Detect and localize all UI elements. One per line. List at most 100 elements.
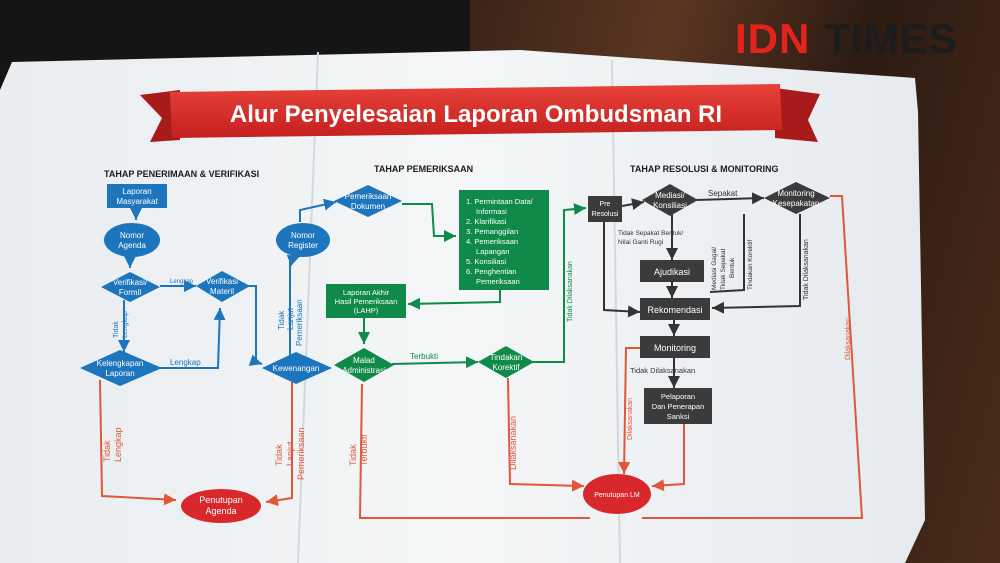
label-dilaksanakan-v2: Dilaksanakan xyxy=(845,318,852,360)
svg-text:Tidak: Tidak xyxy=(348,444,358,466)
node-pelaporan-l2: Dan Penerapan xyxy=(652,402,705,411)
node-penutupan-lm-label: Penutupan LM xyxy=(594,492,640,499)
label-tidak-lengkap-small: Tidak Lengkap xyxy=(113,311,129,338)
list-item: Lapangan xyxy=(476,247,509,256)
label-tindakan-korektif-v: Tindakan Korektif xyxy=(747,239,754,290)
node-tindakan-korektif xyxy=(478,346,534,378)
svg-text:Pemeriksaan: Pemeriksaan xyxy=(295,299,304,346)
node-pelaporan-l3: Sanksi xyxy=(667,412,690,421)
node-lahp-l1: Laporan Akhir xyxy=(343,288,390,297)
node-pre-l1: Pre xyxy=(600,201,611,208)
node-nomor-agenda-l1: Nomor xyxy=(120,231,144,240)
node-rekomendasi xyxy=(640,298,710,320)
svg-text:Lanjut: Lanjut xyxy=(286,307,295,330)
node-malad-l1: Malad xyxy=(353,356,375,365)
stage2-red-arrows xyxy=(358,377,590,519)
node-penutupan-agenda-l2: Agenda xyxy=(205,506,236,516)
banner-ribbon-left xyxy=(140,90,180,142)
svg-text:Tindakan Korektif: Tindakan Korektif xyxy=(747,239,754,290)
pemeriksaan-list-items: 1. Permintaan Data/ Informasi 2. Klarifi… xyxy=(466,197,534,286)
banner xyxy=(170,84,782,138)
svg-text:Tidak: Tidak xyxy=(274,444,284,466)
node-mediasi-l2: Konsiliasi xyxy=(653,201,687,210)
logo-times: TIMES xyxy=(824,15,958,62)
stage3-red-arrows xyxy=(618,195,864,519)
node-nomor-agenda xyxy=(104,223,160,257)
stage1-red-arrows xyxy=(99,379,293,507)
svg-text:Tidak: Tidak xyxy=(113,321,120,338)
banner-ribbon-right xyxy=(775,88,820,142)
node-tindakan-l1: Tindakan xyxy=(490,353,523,362)
stage2-green-arrows xyxy=(358,203,587,369)
svg-text:Bentuk: Bentuk xyxy=(729,257,736,278)
label-tidak-dilaksanakan-mon: Tidak Dilaksanakan xyxy=(630,366,695,375)
node-verifikasi-formil xyxy=(101,272,160,302)
banner-title: Alur Penyelesaian Laporan Ombudsman RI xyxy=(230,101,722,128)
node-rekomendasi-label: Rekomendasi xyxy=(647,305,702,315)
svg-text:Tidak Dilaksanakan: Tidak Dilaksanakan xyxy=(567,261,574,322)
label-dilaksanakan-red: Dilaksanakan xyxy=(508,416,518,470)
node-kelengkapan-l1: Kelengkapan xyxy=(97,359,144,368)
node-pemeriksaan-dok-l1: Pemeriksaan xyxy=(345,192,392,201)
svg-text:Pemeriksaan: Pemeriksaan xyxy=(296,427,306,480)
label-mediasi-gagal: Mediasi Gagal/ Tidak Sepakat Bentuk xyxy=(711,246,736,290)
node-mediasi-l1: Mediasi/ xyxy=(655,191,686,200)
node-penutupan-agenda-l1: Penutupan xyxy=(199,495,243,505)
node-monitoring xyxy=(640,336,710,358)
node-laporan-l1: Laporan xyxy=(122,187,151,196)
node-lahp-l3: (LAHP) xyxy=(354,306,379,315)
svg-text:Dilaksanakan: Dilaksanakan xyxy=(627,398,634,440)
stage3-arrows xyxy=(603,192,801,388)
node-verif-materil-l1: Verifikasi xyxy=(206,277,238,286)
svg-text:Dilaksanakan: Dilaksanakan xyxy=(845,318,852,360)
node-nomor-register-l1: Nomor xyxy=(291,231,315,240)
node-penutupan-lm xyxy=(583,474,651,514)
label-tidak-lanjut-down: Tidak Lanjut Pemeriksaan xyxy=(274,427,306,480)
node-malad-administrasi xyxy=(334,348,394,382)
svg-text:Tidak Sepakat: Tidak Sepakat xyxy=(720,248,727,290)
node-pemeriksaan-dok-l2: Dokumen xyxy=(351,202,385,211)
label-lengkap-mid: Lengkap xyxy=(170,358,201,367)
svg-text:Dilaksanakan: Dilaksanakan xyxy=(508,416,518,470)
list-item: Informasi xyxy=(476,207,507,216)
node-verif-formil-l1: Verifikasi/ xyxy=(113,278,148,287)
node-lahp-l2: Hasil Pemeriksaan xyxy=(335,297,398,306)
node-mediasi-konsiliasi xyxy=(642,184,698,216)
node-verif-materil-l2: Materil xyxy=(210,287,234,296)
label-lengkap-top: Lengkap xyxy=(170,279,194,285)
node-nomor-agenda-l2: Agenda xyxy=(118,241,146,250)
node-ajudikasi xyxy=(640,260,704,282)
node-nomor-register-l2: Register xyxy=(288,241,318,250)
node-kelengkapan-laporan xyxy=(80,350,162,386)
stage1-arrows xyxy=(118,208,263,369)
svg-text:Lengkap: Lengkap xyxy=(122,311,129,338)
node-monitoring-kesepakatan xyxy=(764,182,830,214)
stage-heading-2: TAHAP PEMERIKSAAN xyxy=(374,164,473,174)
node-malad-l2: Administrasi xyxy=(342,366,386,375)
node-pre-resolusi xyxy=(588,196,622,222)
node-verif-formil-l2: Formil xyxy=(119,288,141,297)
label-sepakat: Sepakat xyxy=(708,189,738,198)
node-pemeriksaan-list xyxy=(459,190,549,290)
node-laporan-l2: Masyarakat xyxy=(116,197,158,206)
label-terbukti: Terbukti xyxy=(410,352,438,361)
node-pelaporan-sanksi xyxy=(644,388,712,424)
node-monitoring-kes-l2: Kesepakatan xyxy=(773,199,820,208)
label-dilaksanakan-v1: Dilaksanakan xyxy=(627,398,634,440)
list-item: 5. Konsiliasi xyxy=(466,257,506,266)
node-ajudikasi-label: Ajudikasi xyxy=(654,267,690,277)
svg-text:Terbukti: Terbukti xyxy=(359,434,369,466)
list-item: 4. Pemeriksaan xyxy=(466,237,518,246)
node-monitoring-kes-l1: Monitoring xyxy=(777,189,814,198)
node-nomor-register xyxy=(276,223,330,257)
svg-text:Tidak Dilaksanakan: Tidak Dilaksanakan xyxy=(803,239,810,300)
list-item: 2. Klarifikasi xyxy=(466,217,507,226)
node-kelengkapan-l2: Laporan xyxy=(105,369,134,378)
logo-idn: IDN xyxy=(735,15,811,62)
stage-heading-1: TAHAP PENERIMAAN & VERIFIKASI xyxy=(104,169,259,179)
node-pelaporan-l1: Pelaporan xyxy=(661,392,695,401)
label-tidak-lanjut-up: Tidak Lanjut Pemeriksaan xyxy=(277,299,304,346)
label-tidak-dilaksanakan-v: Tidak Dilaksanakan xyxy=(803,239,810,300)
label-tidak-dilaksanakan-green: Tidak Dilaksanakan xyxy=(567,261,574,322)
